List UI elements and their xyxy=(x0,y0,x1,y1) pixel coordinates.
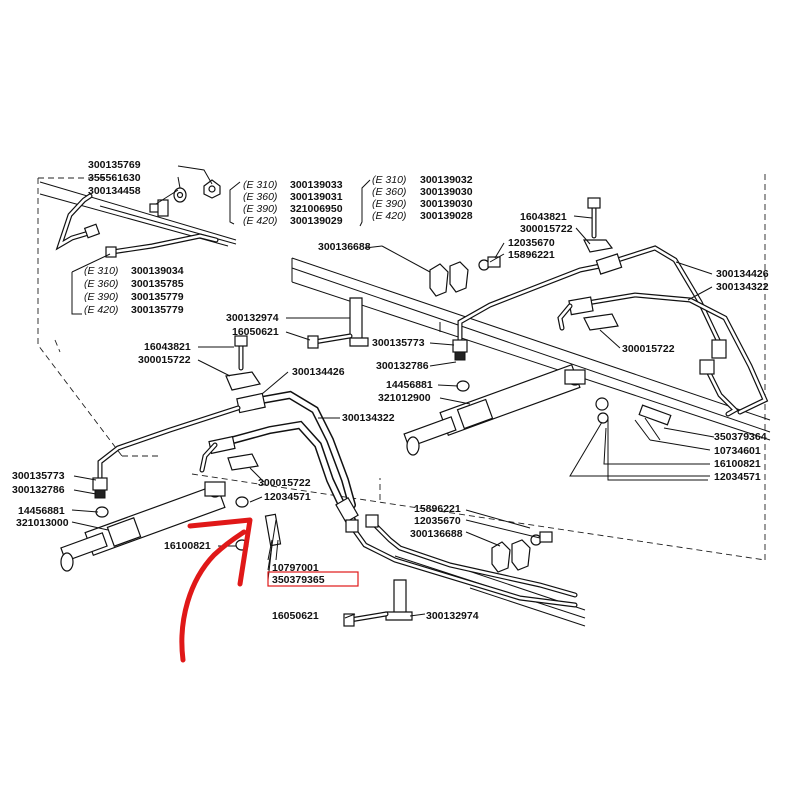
label-16043821-right: 16043821 xyxy=(520,211,567,223)
assembly-dashed-outlines xyxy=(37,170,766,561)
variant-e310: (E 310) xyxy=(243,179,277,191)
small-fittings-top-left xyxy=(149,179,221,217)
label-16043821-left: 16043821 xyxy=(144,341,191,353)
variant-group-left: (E 310) 300139034 (E 360) 300135785 (E 3… xyxy=(84,265,184,316)
code-e310: 300139032 xyxy=(420,174,473,186)
label-300134426-right: 300134426 xyxy=(716,268,769,280)
variant-e420: (E 420) xyxy=(372,210,406,222)
variant-e310: (E 310) xyxy=(84,265,118,277)
highlight-arrow-tail xyxy=(187,517,253,587)
variant-e360: (E 360) xyxy=(243,191,277,203)
label-12034571-low: 12034571 xyxy=(264,491,311,503)
label-300015722-right-mid: 300015722 xyxy=(622,343,675,355)
code-e420: 300139029 xyxy=(290,215,343,227)
code-e390: 321006950 xyxy=(290,203,343,215)
variant-e420: (E 420) xyxy=(243,215,277,227)
variant-group-top-left: (E 310) 300139033 (E 360) 300139031 (E 3… xyxy=(243,179,343,227)
clamps-and-brackets xyxy=(95,197,672,627)
code-e310: 300139034 xyxy=(131,265,184,277)
label-350379365: 350379365 xyxy=(272,574,325,586)
rigid-pipe-center xyxy=(452,262,608,361)
code-e360: 300135785 xyxy=(131,278,184,290)
label-12035670-bottom: 12035670 xyxy=(414,515,461,527)
label-16050621-top: 16050621 xyxy=(232,326,279,338)
label-15896221-top: 15896221 xyxy=(508,249,555,261)
hoses-right xyxy=(557,245,769,417)
label-14456881-left: 14456881 xyxy=(18,505,65,517)
code-e420: 300139028 xyxy=(420,210,473,222)
label-300132974-top: 300132974 xyxy=(226,312,279,324)
label-300015722-left: 300015722 xyxy=(138,354,191,366)
hydraulic-cylinder-right xyxy=(403,364,586,456)
highlight-annotation xyxy=(179,517,359,663)
label-300132786-mid: 300132786 xyxy=(376,360,429,372)
label-16100821-right: 16100821 xyxy=(714,458,761,470)
code-e360: 300139031 xyxy=(290,191,343,203)
highlight-arrow xyxy=(179,529,247,663)
code-e390: 300135779 xyxy=(131,291,184,303)
label-300134322-mid: 300134322 xyxy=(342,412,395,424)
variant-e310: (E 310) xyxy=(372,174,406,186)
code-e310: 300139033 xyxy=(290,179,343,191)
hydraulic-cylinder-left xyxy=(60,481,226,572)
label-300136688-top: 300136688 xyxy=(318,241,371,253)
rigid-pipe-bottom xyxy=(345,514,578,608)
code-e360: 300139030 xyxy=(420,186,473,198)
label-12034571-right: 12034571 xyxy=(714,471,761,483)
label-12035670-top: 12035670 xyxy=(508,237,555,249)
part-number-labels: 300135769 355561630 300134458 (E 310) 30… xyxy=(12,159,769,622)
label-300135773-left: 300135773 xyxy=(12,470,65,482)
label-14456881-mid: 14456881 xyxy=(386,379,433,391)
leader-lines xyxy=(71,165,715,619)
label-15896221-bottom: 15896221 xyxy=(414,503,461,515)
label-300136688-bottom: 300136688 xyxy=(410,528,463,540)
label-300132974-bottom: 300132974 xyxy=(426,610,479,622)
code-e390: 300139030 xyxy=(420,198,473,210)
label-10797001: 10797001 xyxy=(272,562,319,574)
label-321013000: 321013000 xyxy=(16,517,69,529)
label-321012900: 321012900 xyxy=(378,392,431,404)
hoses-left xyxy=(199,390,359,524)
label-300015722-low: 300015722 xyxy=(258,477,311,489)
label-300134458: 300134458 xyxy=(88,185,141,197)
variant-e360: (E 360) xyxy=(372,186,406,198)
label-300135773-mid: 300135773 xyxy=(372,337,425,349)
label-300132786-left: 300132786 xyxy=(12,484,65,496)
frame-rails-main xyxy=(291,257,771,441)
label-355561630: 355561630 xyxy=(88,172,141,184)
variant-e420: (E 420) xyxy=(84,304,118,316)
label-16100821-low: 16100821 xyxy=(164,540,211,552)
code-e420: 300135779 xyxy=(131,304,184,316)
label-16050621-bottom: 16050621 xyxy=(272,610,319,622)
variant-e390: (E 390) xyxy=(243,203,277,215)
label-350379364: 350379364 xyxy=(714,431,767,443)
label-300134426-mid: 300134426 xyxy=(292,366,345,378)
variant-e390: (E 390) xyxy=(372,198,406,210)
label-10734601: 10734601 xyxy=(714,445,761,457)
label-300134322-right: 300134322 xyxy=(716,281,769,293)
variant-group-top-right: (E 310) 300139032 (E 360) 300139030 (E 3… xyxy=(372,174,473,222)
label-300135769: 300135769 xyxy=(88,159,141,171)
rigid-pipe-top-left xyxy=(55,193,219,258)
variant-e360: (E 360) xyxy=(84,278,118,290)
highlight-box xyxy=(267,571,359,587)
variant-e390: (E 390) xyxy=(84,291,118,303)
label-300015722-right: 300015722 xyxy=(520,223,573,235)
